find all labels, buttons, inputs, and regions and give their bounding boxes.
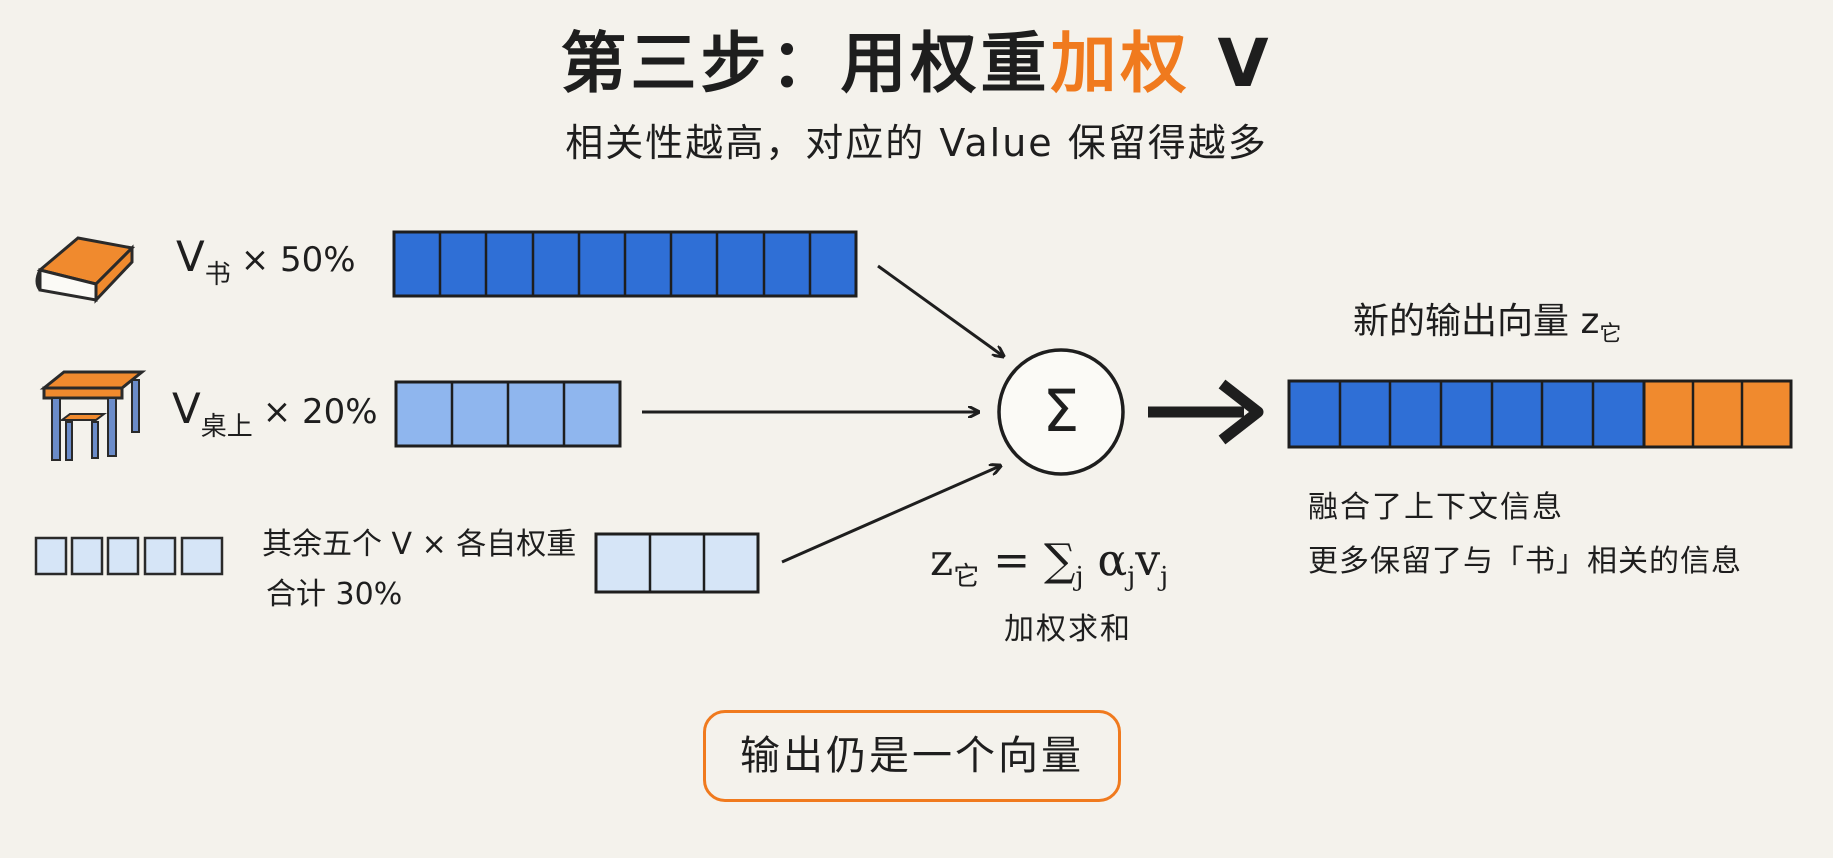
title-highlight: 加权: [1050, 25, 1191, 102]
weighted-sum-formula: z它 = ∑j αjvj: [930, 535, 1169, 592]
output-title: 新的输出向量 z它: [1353, 301, 1622, 348]
output-desc-2: 更多保留了与「书」相关的信息: [1308, 544, 1742, 579]
label-v-book: V书× 50%: [176, 232, 356, 290]
desk-icon: [39, 370, 147, 461]
output-desc-1: 融合了上下文信息: [1308, 490, 1564, 525]
output-vector-bar: [1287, 379, 1793, 449]
formula-caption: 加权求和: [1004, 612, 1132, 647]
value-bar-book: [392, 230, 858, 298]
label-rest-line1: 其余五个 V × 各自权重: [262, 527, 577, 562]
arrow-rest-to-sum: [781, 466, 1000, 564]
sum-symbol: Σ: [1042, 377, 1080, 445]
label-v-desk: V桌上× 20%: [172, 384, 378, 442]
subtitle: 相关性越高，对应的 Value 保留得越多: [565, 121, 1268, 165]
sum-circle: [997, 348, 1125, 476]
page-title: 第三步：用权重加权 V: [560, 25, 1273, 102]
arrow-to-output: [1148, 379, 1264, 445]
other-v-squares: [34, 536, 224, 576]
book-icon: [35, 236, 136, 304]
value-bar-rest: [594, 532, 760, 594]
output-note-box: 输出仍是一个向量: [703, 710, 1121, 802]
label-rest-line2: 合计 30%: [266, 577, 403, 612]
value-bar-desk: [394, 380, 622, 448]
arrow-book-to-sum: [877, 264, 1003, 356]
